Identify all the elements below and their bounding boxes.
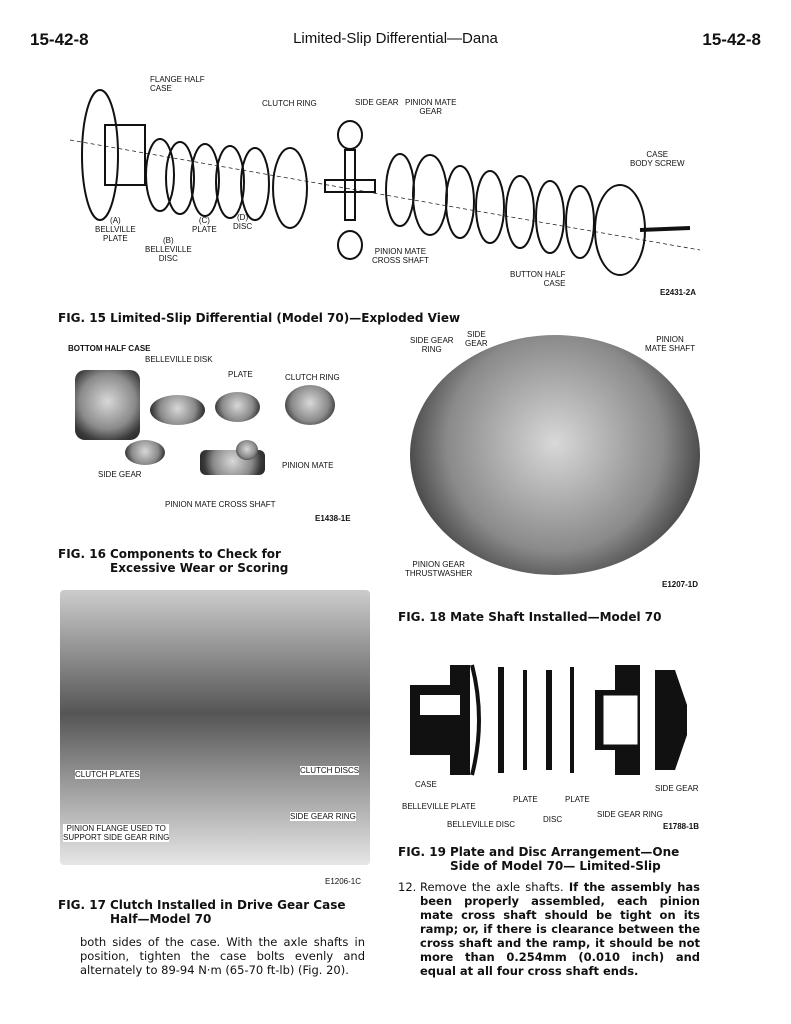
bottom-half-case-photo	[75, 370, 140, 440]
label-case-body-screw: CASE BODY SCREW	[630, 150, 685, 168]
label-case: CASE	[415, 780, 437, 789]
label-cross-shaft: PINION MATE CROSS SHAFT	[372, 247, 429, 265]
label-plate-c: (C) PLATE	[192, 216, 217, 234]
label-cross-shaft: PINION MATE CROSS SHAFT	[165, 500, 276, 509]
exploded-view-drawing	[69, 89, 700, 276]
label-plate: PLATE	[228, 370, 253, 379]
label-side-gear-ring: SIDE GEAR RING	[410, 336, 454, 354]
label-belleville-disk: BELLEVILLE DISK	[145, 355, 213, 364]
plate-photo	[215, 392, 260, 422]
label-pinion-mate-shaft: PINION MATE SHAFT	[645, 335, 696, 353]
label-pinion-mate-gear: PINION MATE GEAR	[405, 98, 457, 116]
side-gear-photo	[125, 440, 165, 465]
belleville-disk-photo	[150, 395, 205, 425]
label-disc-d: (D) DISC	[233, 213, 253, 231]
label-clutch-plates: CLUTCH PLATES	[75, 770, 140, 779]
label-disc: DISC	[543, 815, 563, 824]
figure-code: E1788-1B	[663, 822, 700, 831]
label-flange-half-case: FLANGE HALF CASE	[150, 75, 205, 93]
label-side-gear: SIDE GEAR	[355, 98, 399, 107]
label-button-half-case: BUTTON HALF CASE	[510, 270, 566, 288]
plate-disc-arrangement-drawing	[410, 664, 687, 776]
label-clutch-ring: CLUTCH RING	[285, 373, 340, 382]
label-bottom-half-case: BOTTOM HALF CASE	[68, 344, 151, 353]
label-plate-1: PLATE	[513, 795, 538, 804]
page-number-right: 15-42-8	[702, 30, 761, 49]
page-title: Limited-Slip Differential—Dana	[293, 30, 498, 47]
label-pinion-mate: PINION MATE	[282, 461, 334, 470]
fig18-caption: FIG. 18 Mate Shaft Installed—Model 70	[398, 610, 662, 624]
label-plate-2: PLATE	[565, 795, 590, 804]
label-bellville-plate: (A) BELLVILLE PLATE	[95, 216, 136, 243]
label-side-gear: SIDE GEAR	[465, 330, 488, 348]
label-belleville-disc: BELLEVILLE DISC	[447, 820, 516, 829]
label-clutch-ring: CLUTCH RING	[262, 99, 317, 108]
clutch-ring-photo	[285, 385, 335, 425]
figure-code: E1206-1C	[325, 877, 362, 886]
mate-shaft-installed-photo	[410, 335, 700, 575]
label-side-gear: SIDE GEAR	[98, 470, 142, 479]
label-side-gear: SIDE GEAR	[655, 784, 699, 793]
figure-code: E1438-1E	[315, 514, 351, 523]
label-belleville-plate: BELLEVILLE PLATE	[402, 802, 476, 811]
figure-code: E1207-1D	[662, 580, 699, 589]
fig15-caption: FIG. 15 Limited-Slip Differential (Model…	[58, 311, 461, 325]
page-number-left: 15-42-8	[30, 30, 89, 49]
figure-code: E2431-2A	[660, 288, 697, 297]
label-clutch-discs: CLUTCH DISCS	[300, 766, 360, 775]
pinion-mate-photo	[236, 440, 258, 460]
body-text: both sides of the case. With the axle sh…	[80, 935, 365, 977]
label-pinion-flange: PINION FLANGE USED TO SUPPORT SIDE GEAR …	[63, 824, 170, 842]
label-side-gear-ring: SIDE GEAR RING	[597, 810, 663, 819]
label-belleville-disc: (B) BELLEVILLE DISC	[145, 236, 192, 263]
label-thrustwasher: PINION GEAR THRUSTWASHER	[405, 560, 473, 578]
step-12: 12.Remove the axle shafts. If the assemb…	[398, 880, 700, 978]
label-side-gear-ring: SIDE GEAR RING	[290, 812, 356, 821]
